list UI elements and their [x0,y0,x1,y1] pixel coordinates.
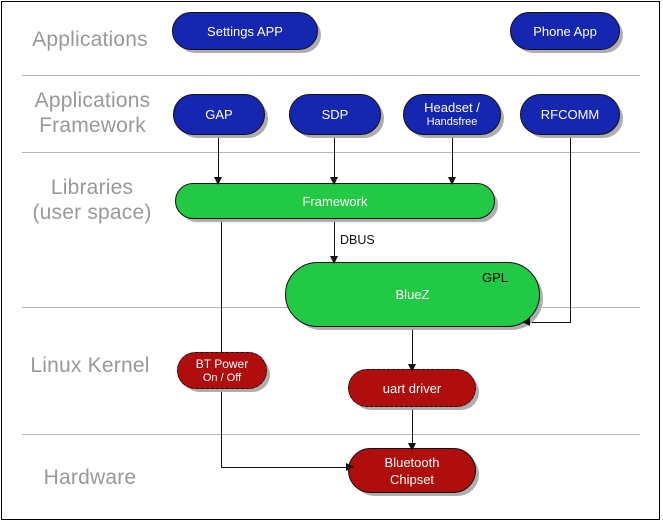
node-uart-driver[interactable]: uart driver [348,369,476,407]
layer-label-hardware: Hardware [43,466,137,489]
divider-applications-framework [22,152,640,153]
node-sdp[interactable]: SDP [289,94,381,135]
node-rfcomm[interactable]: RFCOMM [520,94,620,135]
arrowhead-framework-to-chipset [346,462,354,471]
node-bt-power-label-line2: On / Off [202,371,242,384]
node-headset-handsfree[interactable]: Headset / Handsfree [403,94,501,135]
layer-label-applications: Applications [32,28,148,51]
node-bluetooth-chipset-label-line1: Bluetooth [384,454,440,470]
arrowhead-sdp-to-framework [329,177,338,185]
node-phone-app[interactable]: Phone App [510,12,620,50]
layer-label-linux-kernel: Linux Kernel [30,354,150,377]
edge-rfcomm-to-bluez-horizontal [528,322,571,323]
node-headset-handsfree-label-line2: Handsfree [426,115,478,128]
node-gap-label: GAP [205,107,233,122]
arrowhead-rfcomm-to-bluez [522,317,530,326]
edge-sdp-to-framework [334,135,335,182]
edge-label-dbus: DBUS [340,233,375,247]
node-settings-app[interactable]: Settings APP [172,12,318,50]
bluez-gpl-tag: GPL [482,270,509,285]
edge-framework-to-bluez [334,218,335,262]
arrowhead-gap-to-framework [213,177,222,185]
node-uart-driver-label: uart driver [382,380,442,396]
node-bt-power[interactable]: BT Power On / Off [177,352,267,389]
edge-headset-to-framework [452,135,453,182]
edge-framework-to-chipset-horizontal [221,467,348,468]
node-framework[interactable]: Framework [175,183,495,219]
node-sdp-label: SDP [321,107,349,122]
node-headset-handsfree-label-line1: Headset / [424,99,480,115]
node-bluez[interactable]: BlueZ [285,262,540,327]
edge-rfcomm-to-bluez-vertical [570,135,571,322]
layer-label-libraries: Libraries (user space) [32,176,152,224]
node-bluetooth-chipset[interactable]: Bluetooth Chipset [348,448,476,493]
node-bluez-label: BlueZ [395,287,430,302]
arrowhead-framework-to-bluez [329,256,338,264]
edge-gap-to-framework [218,135,219,182]
node-rfcomm-label: RFCOMM [540,107,600,122]
arrowhead-uart-to-chipset [407,443,416,451]
node-settings-app-label: Settings APP [207,23,283,39]
edge-framework-to-chipset-vertical [221,218,222,467]
edge-bluez-to-uart [412,327,413,369]
node-gap[interactable]: GAP [173,94,265,135]
node-framework-label: Framework [302,193,368,209]
edge-uart-to-chipset [412,406,413,448]
divider-applications [22,75,640,76]
node-phone-app-label: Phone App [533,23,597,39]
node-bt-power-label-line1: BT Power [195,356,249,371]
layer-label-applications-framework: Applications Framework [34,89,151,137]
node-bluetooth-chipset-label-line2: Chipset [389,471,435,487]
arrowhead-bluez-to-uart [407,364,416,372]
arrowhead-headset-to-framework [447,177,456,185]
divider-linux-kernel [22,434,640,435]
